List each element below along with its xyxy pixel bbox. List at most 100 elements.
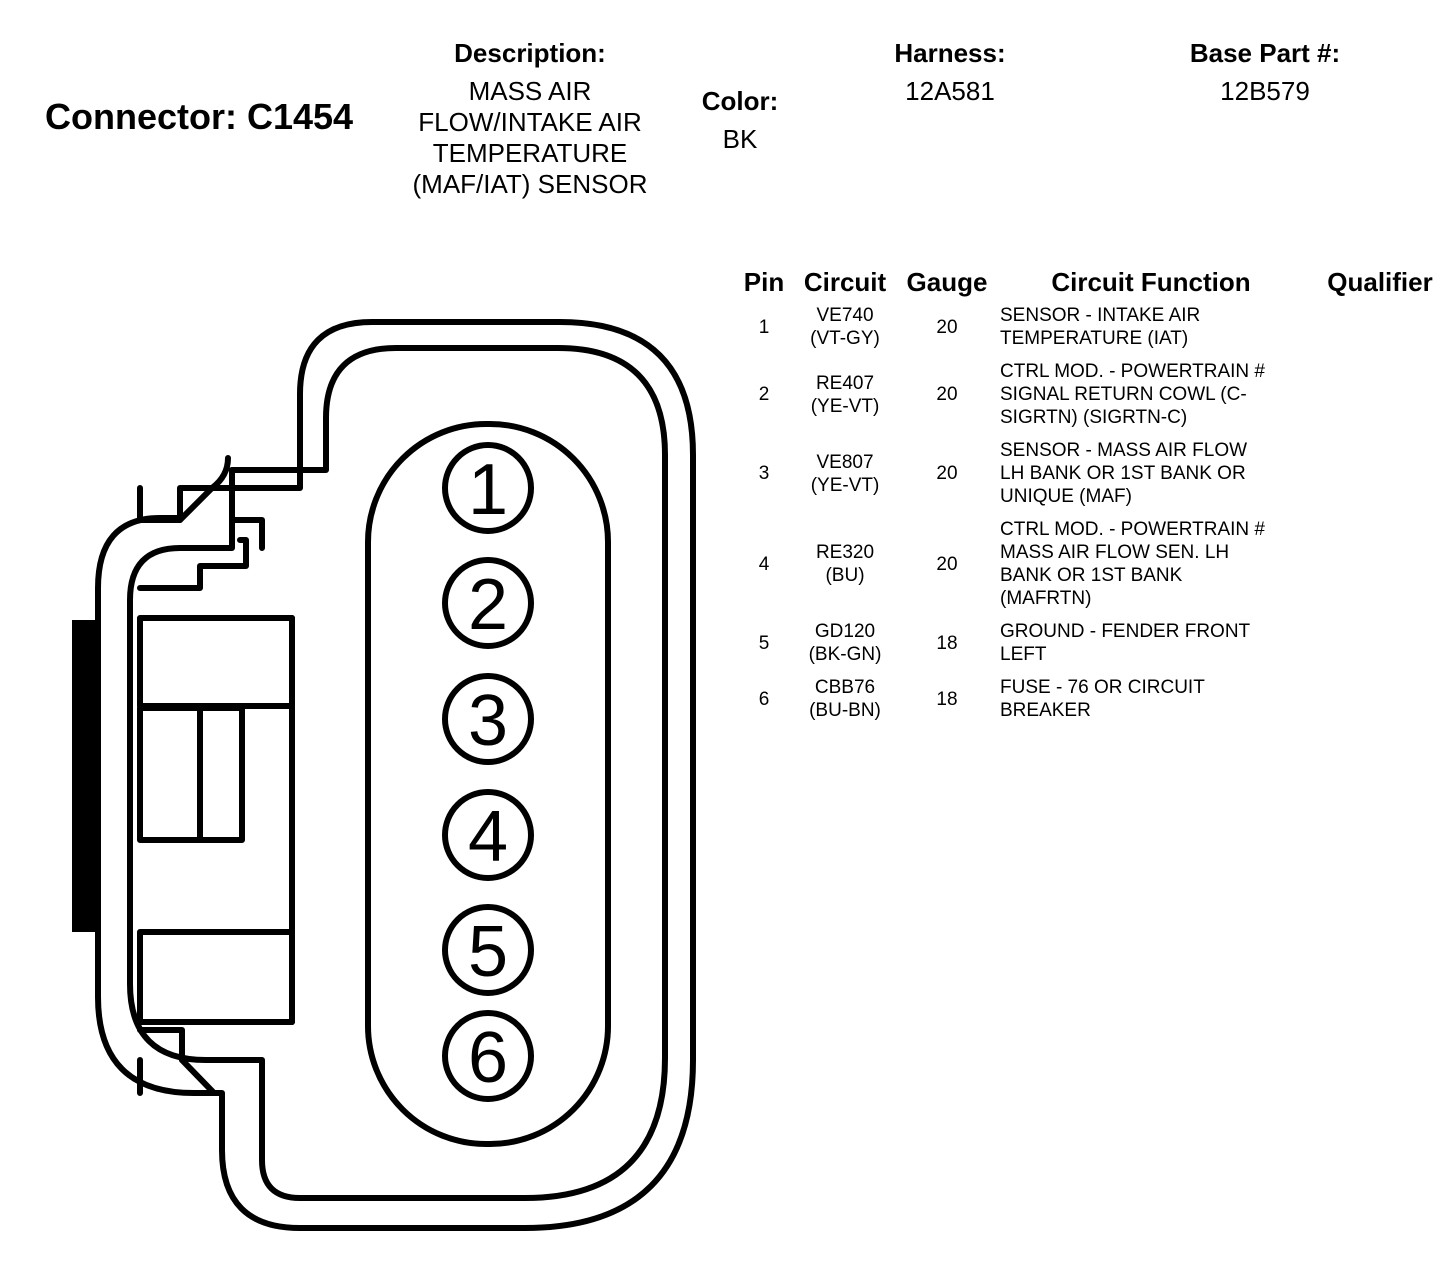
circuit-cell-line: (VT-GY) xyxy=(810,328,880,349)
circuit-cell-line: RE320 xyxy=(815,542,875,563)
circuit-cell: RE320(BU) xyxy=(788,514,902,616)
gauge-cell-line: 18 xyxy=(936,632,958,654)
gauge-cell: 18 xyxy=(902,616,992,672)
connector-title: Connector: C1454 xyxy=(45,96,354,137)
latch-top-step xyxy=(229,467,265,551)
pin-1-circle xyxy=(442,442,534,534)
column-header-circuit-function: Circuit Function xyxy=(1051,266,1251,297)
gauge-cell-line: 20 xyxy=(936,384,958,405)
pin-6-circle xyxy=(442,1010,534,1102)
qualifier-cell xyxy=(1310,616,1450,672)
color-label: Color: xyxy=(701,86,779,116)
pin-cell: 2 xyxy=(740,356,788,435)
circuit-cell: VE740(VT-GY) xyxy=(788,300,902,356)
circuit-function-cell-line: CTRL MOD. - POWERTRAIN # xyxy=(1000,519,1265,540)
pin-6-label: 6 xyxy=(468,1018,508,1098)
side-tab-lower xyxy=(137,929,295,1025)
circuit-cell-line: RE407 xyxy=(815,372,875,394)
circuit-cell-line: (YE-VT) xyxy=(810,474,880,496)
circuit-function-cell-line: SENSOR - MASS AIR FLOW xyxy=(1000,440,1248,461)
pin-2-circle xyxy=(442,557,534,649)
column-header-gauge: Gauge xyxy=(906,266,988,297)
pin-cell: 6 xyxy=(740,672,788,728)
pin-cell: 4 xyxy=(740,514,788,616)
circuit-function-cell-line: LH BANK OR 1ST BANK OR xyxy=(1000,463,1246,484)
circuit-cell: CBB76(BU-BN) xyxy=(788,672,902,728)
description-line: MASS AIR xyxy=(468,76,592,106)
latch-top-left xyxy=(137,485,183,523)
pin-cell: 5 xyxy=(740,616,788,672)
pin-5-circle xyxy=(442,904,534,996)
circuit-cell-line: (BU-BN) xyxy=(809,700,881,721)
circuit-function-cell-line: UNIQUE (MAF) xyxy=(1000,486,1132,507)
pin-cavity xyxy=(365,421,611,1147)
harness-value: 12A581 xyxy=(905,76,995,106)
pin-4-circle xyxy=(442,789,534,881)
latch-top-diagonal xyxy=(177,455,231,523)
connector-outer-shell xyxy=(95,319,696,1231)
column-header-pin: Pin xyxy=(743,266,785,297)
circuit-cell: GD120(BK-GN) xyxy=(788,616,902,672)
gauge-cell: 20 xyxy=(902,356,992,435)
description-label: Description: xyxy=(454,38,606,68)
circuit-function-cell-line: FUSE - 76 OR CIRCUIT xyxy=(1000,677,1205,698)
circuit-function-cell-line: GROUND - FENDER FRONT xyxy=(1000,621,1251,642)
circuit-cell: VE807(YE-VT) xyxy=(788,435,902,514)
circuit-cell-line: VE740 xyxy=(816,305,874,326)
circuit-cell: RE407(YE-VT) xyxy=(788,356,902,435)
pin-cell-line: 3 xyxy=(758,463,770,484)
gauge-cell-line: 18 xyxy=(936,688,958,710)
circuit-function-cell-line: TEMPERATURE (IAT) xyxy=(1000,328,1189,349)
pin-3-label: 3 xyxy=(468,681,508,761)
pin-5-label: 5 xyxy=(468,912,508,992)
circuit-function-cell-line: SIGNAL RETURN COWL (C- xyxy=(1000,384,1247,405)
gauge-cell: 20 xyxy=(902,300,992,356)
pin-table: Pin Circuit Gauge Circuit Function Quali… xyxy=(740,264,1450,728)
qualifier-cell xyxy=(1310,514,1450,616)
description-line: TEMPERATURE xyxy=(432,138,628,168)
side-tab-upper xyxy=(137,615,295,709)
pin-circles: 1 2 3 4 5 6 xyxy=(442,442,534,1102)
gauge-cell-line: 20 xyxy=(936,316,958,338)
circuit-function-cell-line: (MAFRTN) xyxy=(1000,588,1092,609)
circuit-cell-line: (BU) xyxy=(825,565,865,586)
pin-4-label: 4 xyxy=(468,797,508,877)
qualifier-cell xyxy=(1310,672,1450,728)
side-tab-middle xyxy=(137,705,245,843)
circuit-function-cell-line: SIGRTN) (SIGRTN-C) xyxy=(1000,407,1188,428)
circuit-function-cell-line: CTRL MOD. - POWERTRAIN # xyxy=(1000,361,1265,382)
circuit-cell-line: (YE-VT) xyxy=(810,395,880,417)
description-line: FLOW/INTAKE AIR xyxy=(418,107,642,137)
column-header-qualifier: Qualifier xyxy=(1327,266,1433,297)
harness-label: Harness: xyxy=(894,38,1006,68)
qualifier-cell xyxy=(1310,356,1450,435)
gauge-cell: 20 xyxy=(902,514,992,616)
description-value: MASS AIR FLOW/INTAKE AIR TEMPERATURE (MA… xyxy=(380,76,680,200)
circuit-cell-line: CBB76 xyxy=(814,677,876,698)
pin-cell-line: 6 xyxy=(758,688,770,710)
pin-1-label: 1 xyxy=(468,450,508,530)
circuit-function-cell: CTRL MOD. - POWERTRAIN #SIGNAL RETURN CO… xyxy=(992,356,1310,435)
gauge-cell: 18 xyxy=(902,672,992,728)
base-part-value: 12B579 xyxy=(1220,76,1310,106)
base-part-label: Base Part #: xyxy=(1189,38,1341,68)
pin-cell-line: 1 xyxy=(758,316,770,338)
circuit-function-cell-line: MASS AIR FLOW SEN. LH xyxy=(1000,542,1230,563)
pin-cell-line: 2 xyxy=(758,384,770,405)
column-header-circuit: Circuit xyxy=(803,266,887,297)
latch-bottom xyxy=(137,1057,217,1096)
circuit-function-cell-line: BANK OR 1ST BANK xyxy=(1000,565,1183,586)
pin-2-label: 2 xyxy=(468,565,508,645)
circuit-function-cell-line: LEFT xyxy=(1000,644,1047,665)
qualifier-cell xyxy=(1310,300,1450,356)
color-value: BK xyxy=(722,124,758,154)
connector-seal-bar xyxy=(72,620,96,932)
